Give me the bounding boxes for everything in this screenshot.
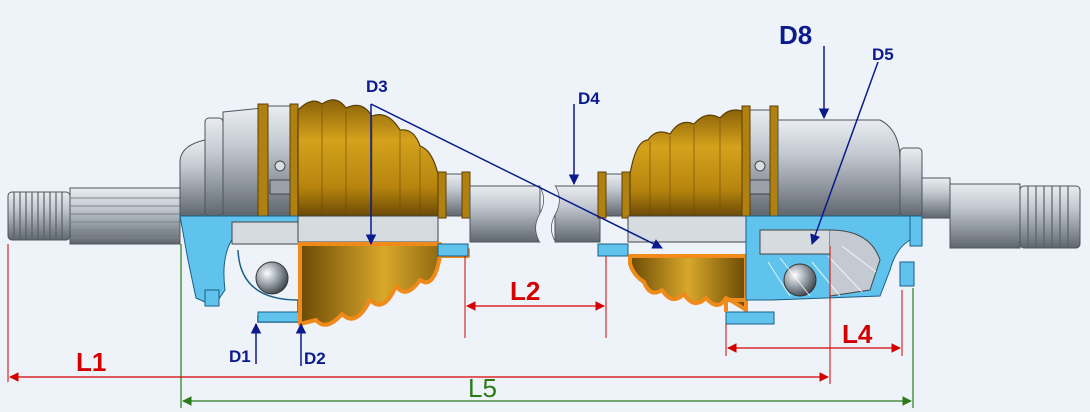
right-cv-housing (741, 105, 951, 219)
label-d4: D4 (578, 89, 600, 108)
label-l2: L2 (510, 276, 540, 306)
label-d5: D5 (872, 45, 894, 64)
label-l5: L5 (468, 373, 497, 403)
right-joint-cutaway (724, 215, 923, 325)
label-d3: D3 (366, 77, 388, 96)
label-d1: D1 (229, 347, 251, 366)
label-l1: L1 (76, 347, 106, 377)
right-stub-shaft (949, 183, 1081, 249)
left-joint-cutaway (179, 215, 303, 323)
leader-d5 (810, 61, 879, 245)
leader-lines (250, 46, 879, 366)
labels: D1 D2 D3 D4 D5 D8 L1 L2 L4 L5 (76, 20, 894, 403)
right-boot-upper (597, 109, 746, 219)
left-boot-upper (297, 99, 471, 219)
dimension-lines (7, 244, 914, 408)
intermediate-shaft (469, 185, 601, 243)
label-l4: L4 (842, 319, 873, 349)
left-stub-shaft (7, 187, 181, 245)
right-boot-cutaway (597, 215, 748, 312)
label-d8: D8 (779, 20, 812, 50)
label-d2: D2 (304, 349, 326, 368)
left-cv-housing (179, 103, 299, 217)
left-boot-cutaway (297, 215, 470, 327)
leader-d3-diagonal (370, 103, 663, 249)
